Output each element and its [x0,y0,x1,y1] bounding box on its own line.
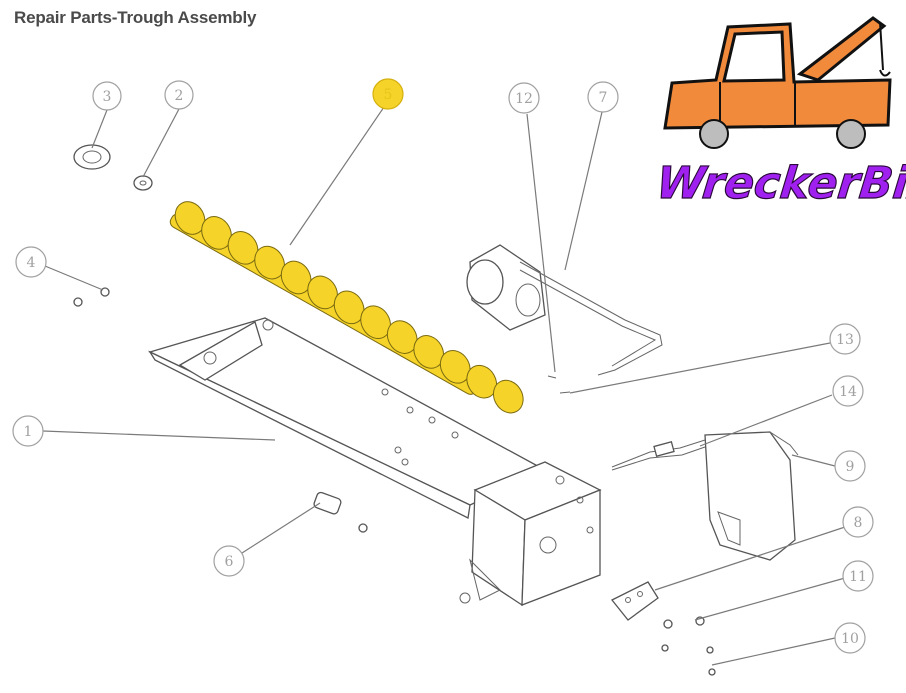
auger-flight [439,349,471,384]
svg-text:14: 14 [839,384,857,400]
bolt-part[interactable] [73,287,110,307]
svg-text:5: 5 [384,87,393,103]
wreckerbiz-logo[interactable]: WreckerBiz [653,16,906,210]
clamp-part[interactable] [313,491,368,533]
svg-text:10: 10 [841,631,859,647]
auger-flight [280,260,312,295]
callout-6[interactable]: 6 [213,545,245,577]
callout-13[interactable]: 13 [829,323,861,355]
plate-part[interactable] [610,581,659,621]
callout-11[interactable]: 11 [842,560,874,592]
auger-flight [201,216,232,250]
callout-9[interactable]: 9 [834,450,866,482]
auger-flight [413,335,445,369]
washer-part[interactable] [133,175,153,191]
svg-text:13: 13 [836,332,854,348]
pin-part[interactable] [547,375,571,394]
logo-text: WreckerBiz [654,158,906,209]
svg-text:4: 4 [27,255,36,271]
svg-text:9: 9 [846,459,855,475]
callout-2[interactable]: 2 [164,80,194,110]
callout-12[interactable]: 12 [508,82,540,114]
trough-part[interactable] [148,317,547,519]
callout-1[interactable]: 1 [12,415,44,447]
callout-14[interactable]: 14 [832,375,864,407]
auger-flight [492,379,524,414]
svg-text:12: 12 [515,91,533,107]
auger-flight [386,320,418,354]
callout-4[interactable]: 4 [15,246,47,278]
screws-part[interactable] [706,646,716,676]
auger-flight [333,290,365,325]
auger-part[interactable] [168,196,529,418]
callouts: 1 2 3 4 5 6 7 8 [12,78,874,654]
nuts-part[interactable] [661,616,705,652]
motor-part[interactable] [466,244,663,376]
auger-flight [254,245,285,280]
motor-cover-part[interactable] [704,431,799,561]
callout-10[interactable]: 10 [834,622,866,654]
callout-3[interactable]: 3 [92,81,122,111]
callout-5[interactable]: 5 [372,78,404,110]
callout-8[interactable]: 8 [842,506,874,538]
gearbox-housing[interactable] [459,461,602,607]
auger-flight [466,364,498,399]
svg-text:8: 8 [854,515,863,531]
auger-flight [174,201,206,235]
svg-text:2: 2 [175,88,184,104]
cable-part[interactable] [611,439,706,471]
svg-text:11: 11 [849,569,867,585]
svg-text:7: 7 [599,90,608,106]
auger-flight [360,305,391,340]
page-title: Repair Parts-Trough Assembly [14,8,257,27]
callout-7[interactable]: 7 [587,81,619,113]
auger-flight [307,275,338,310]
svg-text:3: 3 [103,89,112,105]
svg-text:1: 1 [24,424,33,440]
tow-truck-icon [663,16,892,149]
bearing-part[interactable] [73,144,111,170]
leader-lines [42,106,846,666]
auger-flight [227,230,259,265]
svg-text:6: 6 [225,554,234,570]
